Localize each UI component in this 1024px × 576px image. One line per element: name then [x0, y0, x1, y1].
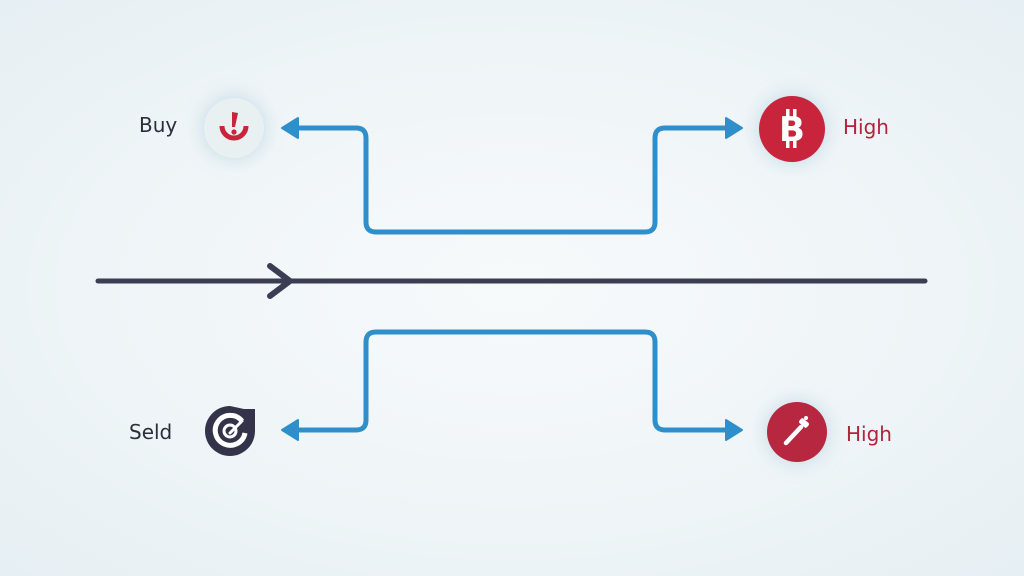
node-label: Buy — [139, 113, 178, 137]
node-label: High — [846, 422, 892, 446]
arrow-right-icon — [725, 419, 743, 441]
arrow-right-icon — [725, 117, 743, 139]
timeline — [95, 263, 928, 299]
node-label: High — [843, 115, 889, 139]
svg-text:B: B — [779, 110, 805, 150]
timeline-arrow-icon — [267, 263, 293, 299]
node-label: Seld — [129, 420, 173, 444]
bitcoin-icon: B — [759, 96, 825, 162]
arrow-left-icon — [281, 419, 299, 441]
bottom-connector — [281, 329, 743, 441]
target-check-icon — [202, 403, 258, 459]
arrow-left-icon — [281, 117, 299, 139]
top-connector — [281, 117, 743, 235]
hammer-icon — [767, 402, 827, 462]
alert-icon — [204, 98, 264, 158]
